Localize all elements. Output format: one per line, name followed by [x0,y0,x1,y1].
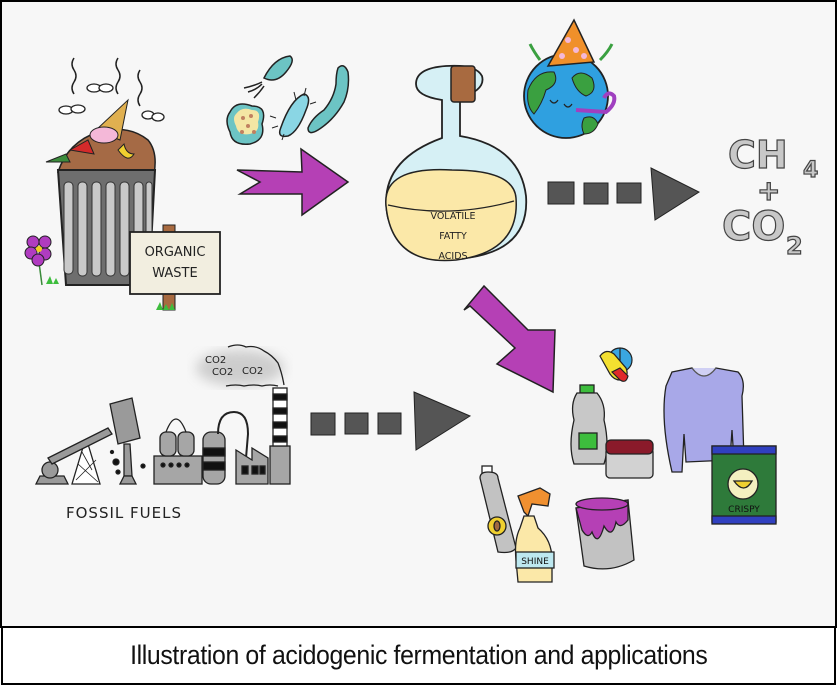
happy-earth-icon [523,18,617,139]
smoke-co2-label-3: CO2 [242,366,263,377]
cosmetic-jar-icon [605,439,654,479]
vfa-label-line1: VOLATILE [431,211,476,222]
cleaner-bottle-icon: SHINE [514,487,555,583]
organic-waste-label-line2: WASTE [152,266,197,281]
bacterium-rod-icon [269,87,317,141]
fossil-fuels-node: CO2 CO2 CO2 [34,344,291,522]
arrow-vfa-to-products [463,284,556,394]
arrow-waste-to-vfa [236,147,350,217]
organic-waste-label-line1: ORGANIC [145,245,206,260]
ch4-subscript: 4 [803,158,818,183]
co2-subscript: 2 [786,232,803,260]
caption-box: Illustration of acidogenic fermentation … [1,626,836,685]
chips-bag-icon: CRISPY [711,445,777,525]
vfa-label-line3: ACIDS [438,251,467,262]
ch4-label: CH [728,133,788,177]
stink-lines-icon [71,57,143,107]
figure-caption: Illustration of acidogenic fermentation … [129,640,708,670]
oil-pump-icon [34,397,146,485]
chips-label: CRISPY [728,505,760,515]
organic-waste-node: ORGANIC WASTE [24,57,221,311]
smoke-co2-label-2: CO2 [212,367,233,378]
garbage-pile-icon [56,128,156,175]
biogas-node: CH 4 + CO 2 [721,132,819,260]
smoke-co2-label-1: CO2 [205,355,226,366]
bacterium-flagellated-icon [243,55,293,99]
illustration-canvas: ORGANIC WASTE VOLATILE FATTY [24,18,819,583]
insecticide-spray-icon [479,465,517,554]
refinery-icon [153,387,291,485]
products-node: CRISPY SHINE [479,347,777,583]
fossil-fuels-label: FOSSIL FUELS [66,504,182,522]
cork-icon [450,65,476,103]
flies-icon [58,83,165,122]
flask-liquid [385,168,517,262]
pills-icon [599,347,633,382]
vfa-label-line2: FATTY [439,231,467,242]
plus-label: + [757,174,780,207]
cleaner-label: SHINE [521,557,549,567]
arrow-fossil-to-products [310,391,472,451]
microorganisms-node [226,55,350,145]
organic-waste-sign: ORGANIC WASTE [129,224,221,311]
bacterium-chain-icon [307,65,350,134]
yeast-cell-icon [226,103,265,145]
co2-label: CO [722,204,785,250]
arrow-vfa-to-biogas [547,167,701,221]
flower-icon [24,235,59,286]
co2-smoke-icon [196,350,284,386]
plastic-bottle-icon [570,384,608,465]
paint-bucket-icon [575,497,635,570]
vfa-flask-node: VOLATILE FATTY ACIDS [385,64,528,262]
